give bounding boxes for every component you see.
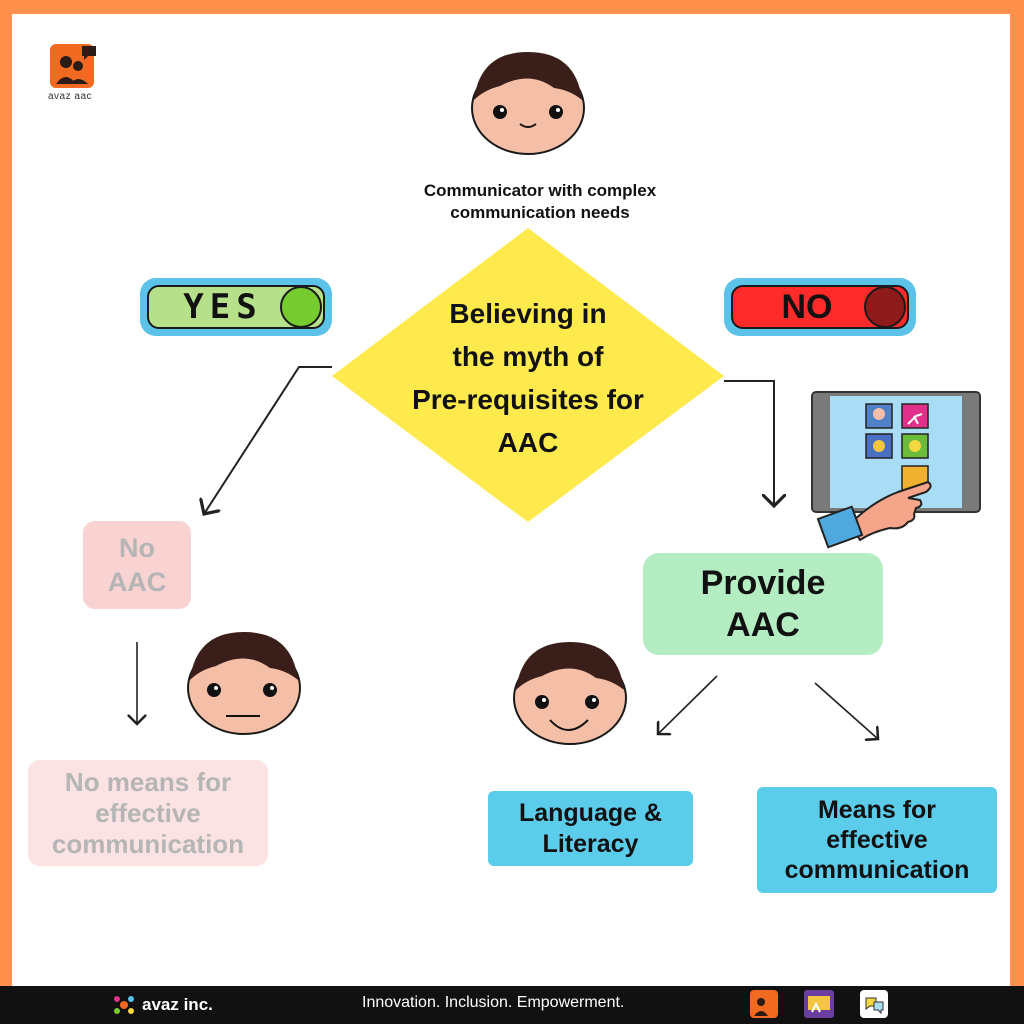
yes-label: YES bbox=[183, 287, 263, 327]
decision-line-4: AAC bbox=[497, 427, 559, 458]
footer-brand-text: avaz inc. bbox=[142, 995, 213, 1014]
no-means-line-2: effective bbox=[95, 797, 201, 828]
logo-caption: avaz aac bbox=[48, 91, 93, 102]
no-aac-box: No AAC bbox=[83, 521, 191, 609]
yes-knob bbox=[280, 286, 322, 328]
decision-text: Believing in the myth of Pre-requisites … bbox=[380, 292, 676, 464]
decision-line-1: Believing in bbox=[449, 298, 607, 329]
no-aac-line-1: No bbox=[119, 533, 155, 563]
arrow-yes bbox=[204, 366, 332, 514]
no-means-line-1: No means for bbox=[64, 766, 232, 797]
lang-line-2: Literacy bbox=[542, 829, 639, 858]
communicator-caption: Communicator with complex communication … bbox=[360, 180, 720, 224]
footer-bar bbox=[0, 986, 1024, 1024]
no-means-box: No means for effective communication bbox=[28, 760, 268, 866]
chat-app-icon bbox=[860, 990, 888, 1018]
decision-diamond bbox=[330, 226, 726, 529]
avaz-aac-logo: avaz aac bbox=[48, 42, 100, 102]
aac-tablet-illustration bbox=[810, 390, 982, 555]
decision-line-3: Pre-requisites for bbox=[412, 384, 644, 415]
avaz-logo-icon bbox=[50, 44, 96, 88]
decision-line-2: the myth of bbox=[452, 341, 604, 372]
avaz-app-icon bbox=[750, 990, 778, 1018]
language-literacy-box: Language & Literacy bbox=[488, 791, 693, 866]
avaz-inc-icon bbox=[114, 996, 134, 1014]
provide-line-1: Provide bbox=[700, 564, 826, 602]
communicator-face bbox=[470, 50, 586, 161]
lang-line-1: Language & bbox=[518, 798, 663, 827]
means-communication-box: Means for effective communication bbox=[757, 787, 997, 893]
arrow-no bbox=[724, 380, 774, 506]
no-means-line-3: communication bbox=[51, 828, 245, 859]
footer-app-icons bbox=[750, 990, 888, 1018]
caption-line-2: communication needs bbox=[450, 203, 630, 222]
no-aac-line-2: AAC bbox=[107, 567, 167, 597]
arrow-to-means bbox=[814, 682, 878, 739]
caption-line-1: Communicator with complex bbox=[423, 181, 657, 200]
means-line-3: communication bbox=[784, 856, 970, 884]
happy-face bbox=[512, 640, 628, 751]
neutral-face bbox=[186, 630, 302, 741]
provide-line-2: AAC bbox=[726, 606, 800, 644]
means-line-1: Means for bbox=[817, 796, 937, 824]
footer-brand-logo: avaz inc. bbox=[112, 992, 232, 1018]
means-line-2: effective bbox=[826, 826, 928, 854]
no-label: NO bbox=[781, 287, 833, 326]
reader-app-icon bbox=[804, 990, 834, 1018]
arrow-to-language bbox=[658, 675, 718, 734]
provide-aac-box: Provide AAC bbox=[643, 553, 883, 655]
footer-tagline: Innovation. Inclusion. Empowerment. bbox=[362, 994, 625, 1011]
no-knob bbox=[864, 286, 906, 328]
